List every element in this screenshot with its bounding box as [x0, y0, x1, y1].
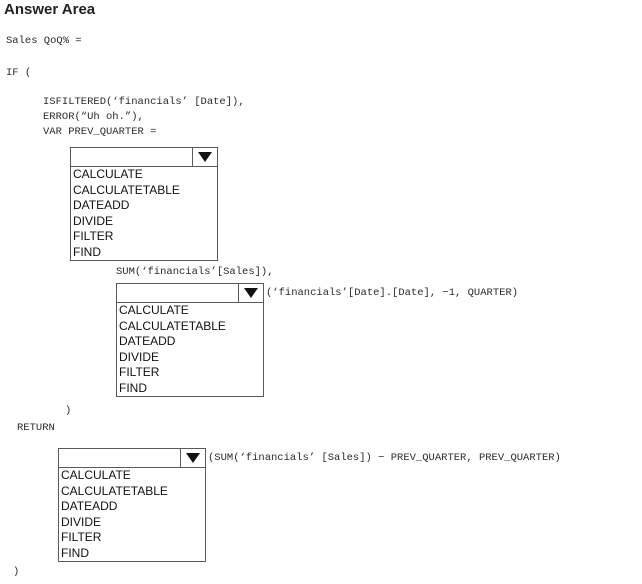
- dropdown-2-selected-value[interactable]: [117, 284, 238, 302]
- code-line-isfiltered: ISFILTERED(‘financials’ [Date]),: [43, 96, 245, 108]
- dropdown-1-selected-value[interactable]: [71, 148, 192, 166]
- dropdown-3-option-find[interactable]: FIND: [61, 545, 89, 560]
- dropdown-1-options: CALCULATE CALCULATETABLE DATEADD DIVIDE …: [70, 166, 218, 261]
- dropdown-3-option-filter[interactable]: FILTER: [61, 530, 102, 544]
- code-line-error: ERROR(“Uh oh.”),: [43, 111, 144, 123]
- dropdown-3-option-calculatetable[interactable]: CALCULATETABLE: [61, 483, 168, 498]
- dropdown-2-option-calculate[interactable]: CALCULATE: [119, 303, 189, 317]
- dropdown-3-selected-value[interactable]: [59, 449, 180, 467]
- dropdown-3-option-dateadd[interactable]: DATEADD: [61, 499, 118, 513]
- function-dropdown-3[interactable]: CALCULATE CALCULATETABLE DATEADD DIVIDE …: [58, 448, 206, 562]
- dropdown-3-option-calculate[interactable]: CALCULATE: [61, 468, 131, 482]
- code-line-close-paren-inner: ): [65, 405, 72, 417]
- triangle-down-icon: [198, 152, 212, 162]
- dropdown-2-option-divide[interactable]: DIVIDE: [119, 349, 160, 364]
- dropdown-1-option-filter[interactable]: FILTER: [73, 229, 114, 243]
- function-dropdown-2[interactable]: CALCULATE CALCULATETABLE DATEADD DIVIDE …: [116, 283, 264, 397]
- function-dropdown-1[interactable]: CALCULATE CALCULATETABLE DATEADD DIVIDE …: [70, 147, 218, 261]
- dropdown-2-toggle-button[interactable]: [238, 284, 263, 302]
- code-line-return: RETURN: [17, 422, 55, 434]
- dropdown-2-option-dateadd[interactable]: DATEADD: [119, 334, 176, 348]
- code-line-sum-sales: SUM(‘financials’[Sales]),: [116, 266, 274, 278]
- dropdown-1-option-divide[interactable]: DIVIDE: [73, 213, 114, 228]
- dropdown-1-header[interactable]: [70, 147, 218, 166]
- dropdown-1-option-calculatetable[interactable]: CALCULATETABLE: [73, 182, 180, 197]
- dropdown-2-option-calculatetable[interactable]: CALCULATETABLE: [119, 318, 226, 333]
- code-line-dateadd-args: (‘financials’[Date].[Date], −1, QUARTER): [266, 287, 519, 299]
- answer-area-title: Answer Area: [4, 1, 96, 18]
- code-line-measure-name: Sales QoQ% =: [6, 35, 82, 47]
- dropdown-2-options: CALCULATE CALCULATETABLE DATEADD DIVIDE …: [116, 302, 264, 397]
- dropdown-1-option-calculate[interactable]: CALCULATE: [73, 167, 143, 181]
- dropdown-3-toggle-button[interactable]: [180, 449, 205, 467]
- dropdown-3-options: CALCULATE CALCULATETABLE DATEADD DIVIDE …: [58, 467, 206, 562]
- dropdown-3-header[interactable]: [58, 448, 206, 467]
- code-line-if: IF (: [6, 67, 32, 79]
- dropdown-1-option-dateadd[interactable]: DATEADD: [73, 198, 130, 212]
- dropdown-1-option-find[interactable]: FIND: [73, 244, 101, 259]
- dropdown-1-toggle-button[interactable]: [192, 148, 217, 166]
- code-line-var: VAR PREV_QUARTER =: [43, 126, 157, 138]
- code-line-return-args: (SUM(‘financials’ [Sales]) − PREV_QUARTE…: [208, 452, 561, 464]
- dropdown-2-header[interactable]: [116, 283, 264, 302]
- dropdown-2-option-find[interactable]: FIND: [119, 380, 147, 395]
- code-line-close-paren-outer: ): [13, 566, 20, 578]
- dropdown-3-option-divide[interactable]: DIVIDE: [61, 514, 102, 529]
- triangle-down-icon: [186, 453, 200, 463]
- triangle-down-icon: [244, 288, 258, 298]
- dropdown-2-option-filter[interactable]: FILTER: [119, 365, 160, 379]
